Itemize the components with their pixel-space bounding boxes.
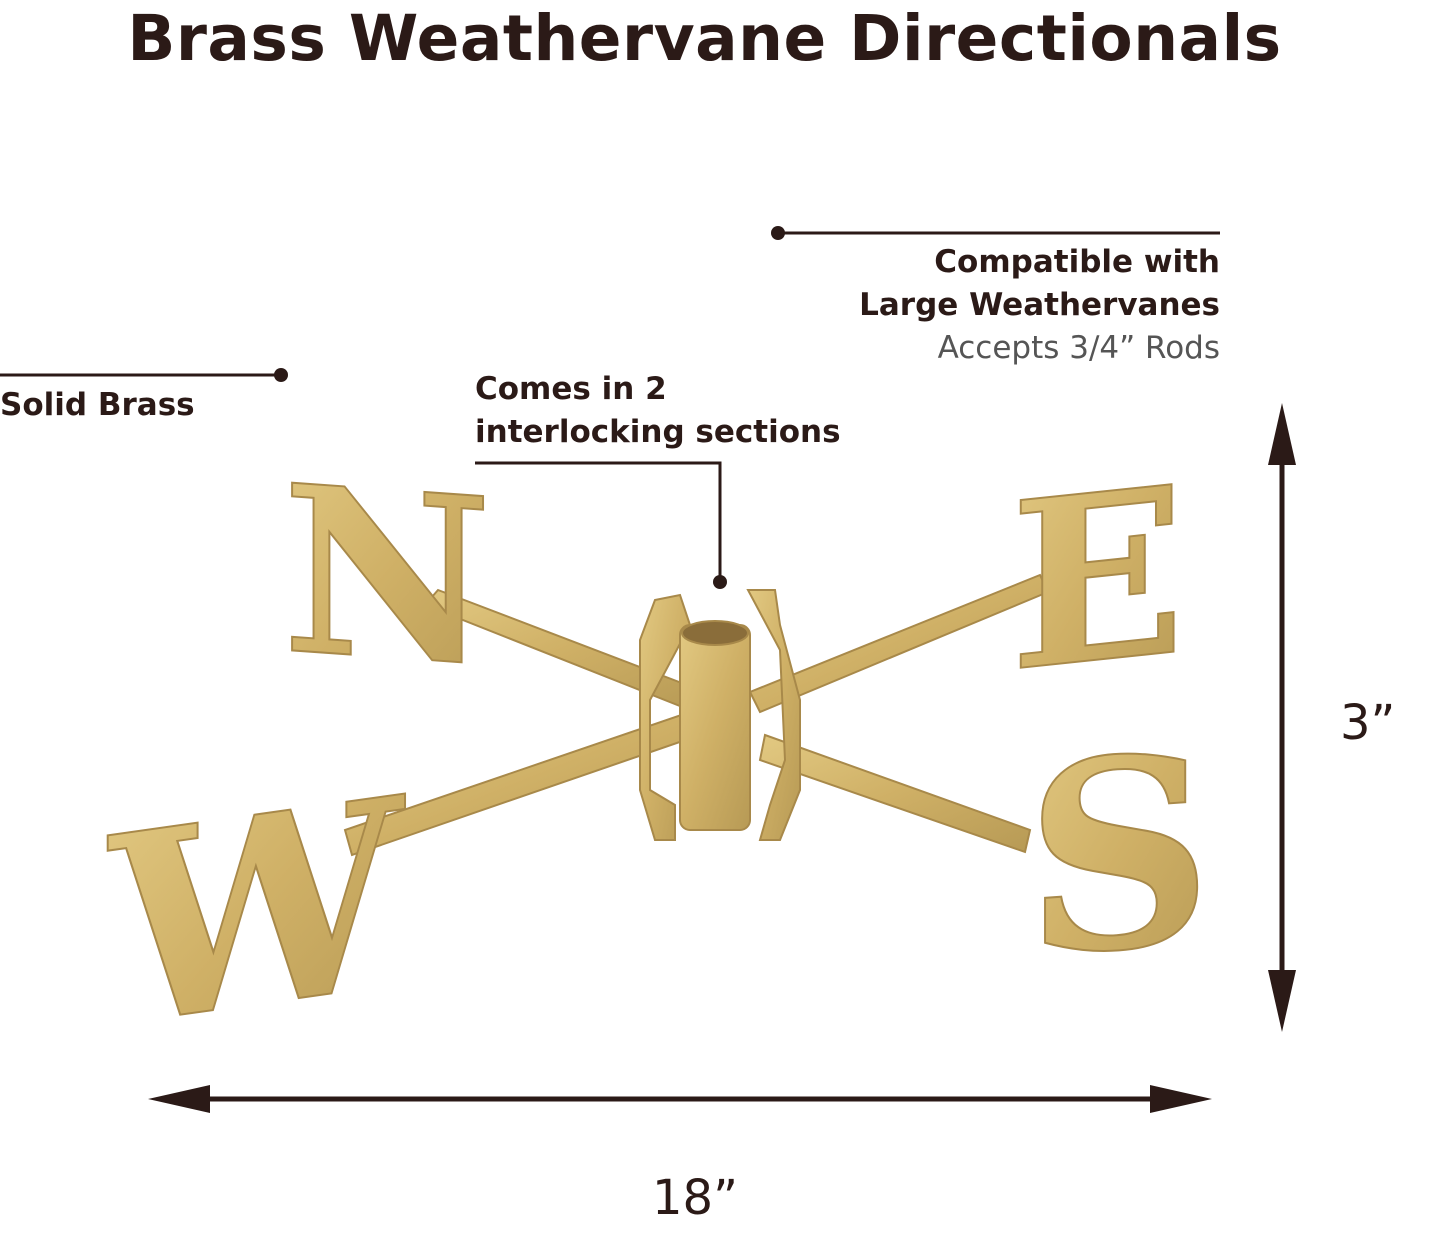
compat-label-line2: Large Weathervanes	[859, 287, 1220, 323]
center-socket	[679, 624, 751, 831]
solid-brass-label: Solid Brass	[0, 387, 195, 423]
dot-sections	[713, 575, 727, 589]
page-title: Brass Weathervane Directionals	[127, 2, 1282, 75]
width-dimension-label: 18”	[652, 1170, 738, 1226]
arm-south	[758, 733, 1032, 854]
dot-compat	[771, 226, 785, 240]
leader-sections	[475, 461, 722, 580]
arm-east	[748, 573, 1050, 714]
height-dimension-label: 3”	[1340, 695, 1396, 751]
compat-label-line3: Accepts 3/4” Rods	[937, 330, 1220, 366]
width-arrow-right	[1150, 1085, 1212, 1113]
width-arrow-left	[148, 1085, 210, 1113]
letter-e: E	[1010, 435, 1185, 724]
hub-right-flange	[746, 589, 801, 841]
sections-label-line2: interlocking sections	[475, 414, 841, 450]
compat-label-line1: Compatible with	[934, 244, 1220, 280]
brass-arms	[343, 573, 1050, 857]
letter-n: N	[282, 435, 492, 719]
dot-solid-brass	[274, 368, 288, 382]
sections-label-line1: Comes in 2	[475, 371, 667, 407]
letter-s: S	[1025, 697, 1213, 1015]
hub-left-flange	[639, 593, 692, 841]
letter-w: W	[106, 739, 407, 1087]
height-arrow-bottom	[1268, 970, 1296, 1032]
height-arrow-top	[1268, 403, 1296, 465]
